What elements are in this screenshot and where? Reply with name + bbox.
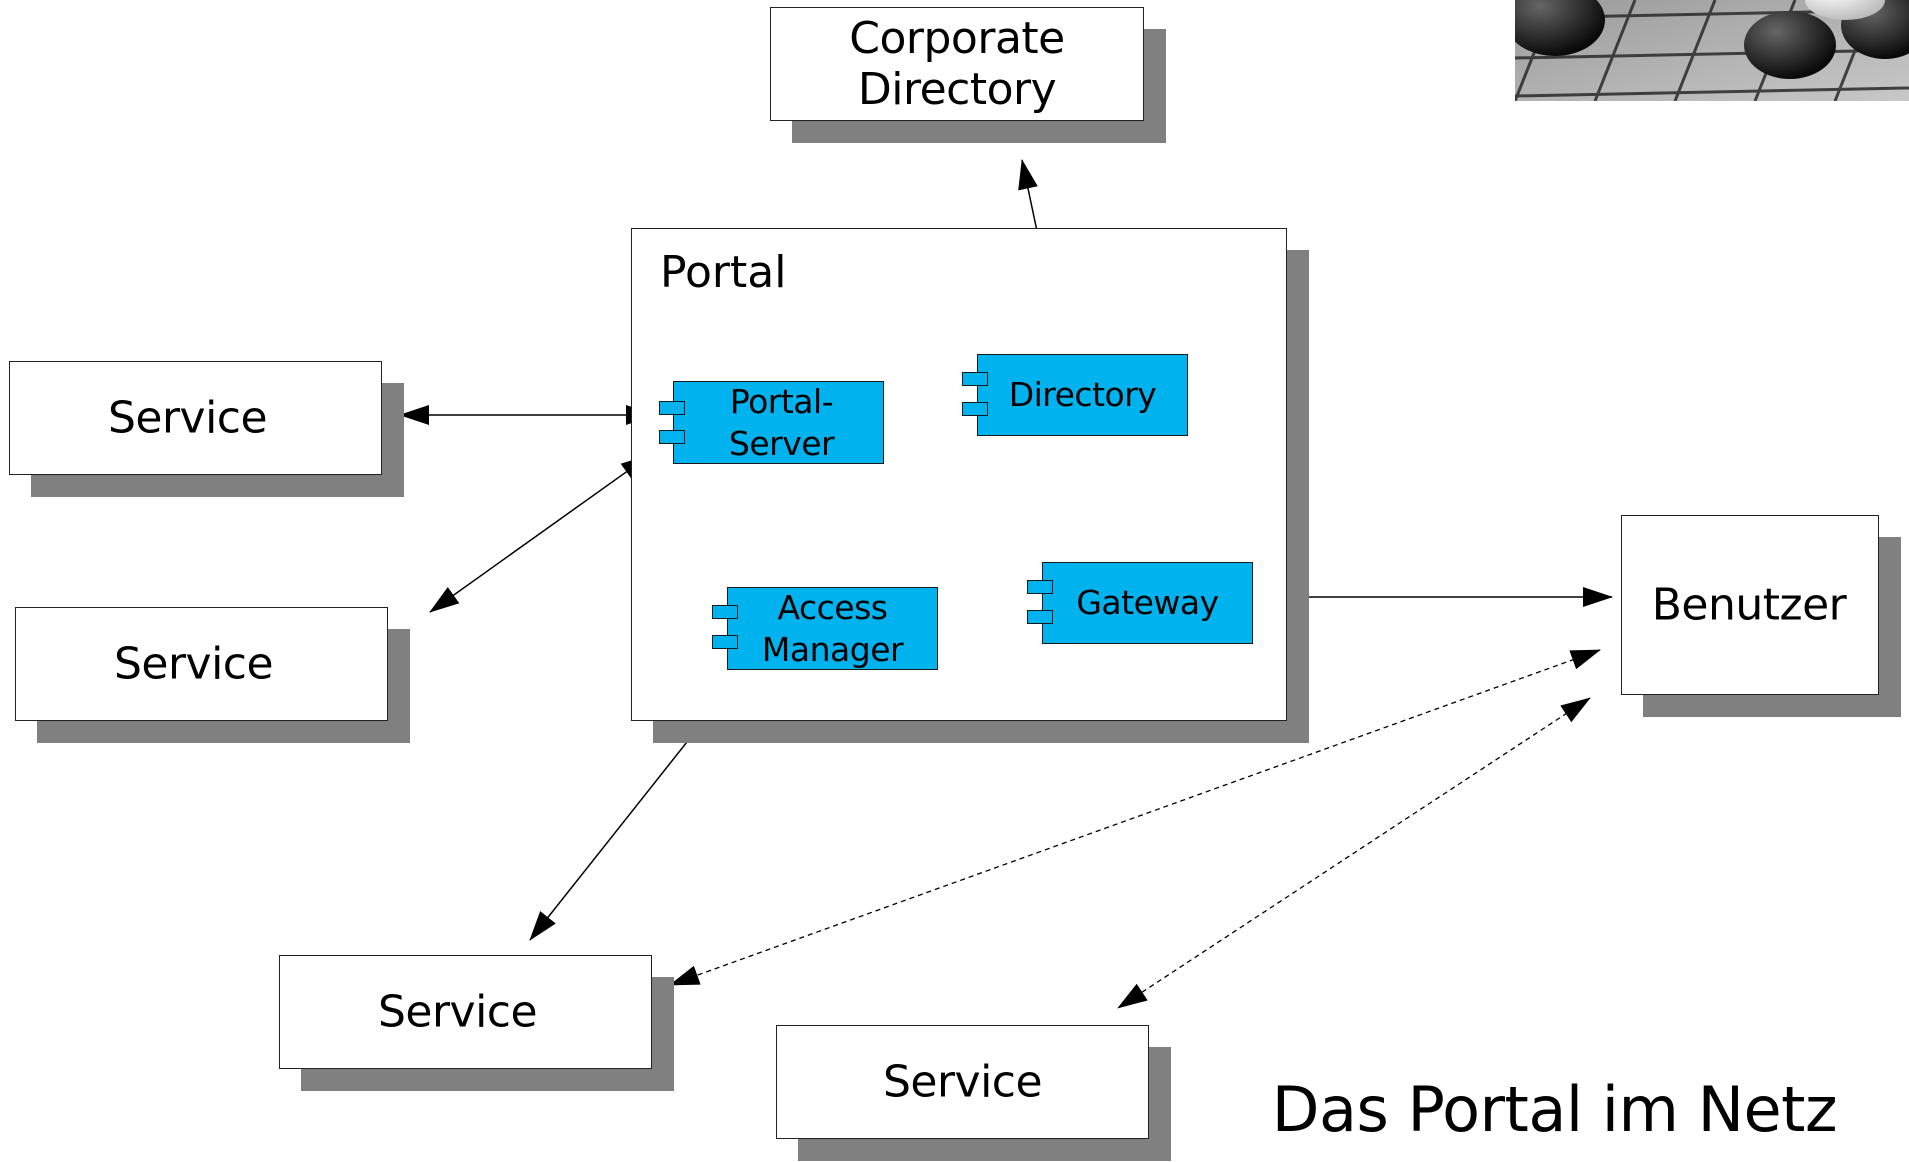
service-box: Service <box>9 361 382 475</box>
access-manager-label: Access Manager <box>728 587 937 671</box>
service-label: Service <box>377 986 538 1038</box>
component-port-icon <box>962 372 988 386</box>
directory-component: Directory <box>977 354 1188 436</box>
diagram-title: Das Portal im Netz <box>1271 1073 1838 1146</box>
gateway-label: Gateway <box>1076 583 1219 622</box>
service-label: Service <box>113 638 274 690</box>
access-manager-label-line2: Manager <box>761 629 904 669</box>
go-board-photo <box>1515 0 1909 101</box>
component-port-icon <box>659 430 685 444</box>
directory-label: Directory <box>1008 375 1157 414</box>
component-port-icon <box>962 402 988 416</box>
service-label: Service <box>882 1056 1043 1108</box>
service-box: Service <box>776 1025 1149 1139</box>
service-label: Service <box>107 392 268 444</box>
component-port-icon <box>659 401 685 415</box>
portal-server-label: Portal-Server <box>728 381 835 463</box>
component-port-icon <box>1027 610 1053 624</box>
gateway-component: Gateway <box>1042 562 1253 644</box>
corporate-directory-box: Corporate Directory <box>770 7 1144 121</box>
arrow-benutzer-service4-dashed <box>1117 697 1591 1009</box>
portal-title: Portal <box>660 247 787 298</box>
corporate-directory-label: Corporate Directory <box>849 13 1065 115</box>
access-manager-component: Access Manager <box>727 587 938 670</box>
arrow-access-manager-service3 <box>529 693 726 941</box>
arrow-service2-portal-server <box>429 454 651 613</box>
portal-server-component: Portal-Server <box>673 381 884 464</box>
component-port-icon <box>712 635 738 649</box>
access-manager-label-line1: Access <box>777 587 888 627</box>
component-port-icon <box>712 605 738 619</box>
component-port-icon <box>1027 580 1053 594</box>
benutzer-box: Benutzer <box>1621 515 1879 695</box>
service-box: Service <box>15 607 388 721</box>
benutzer-label: Benutzer <box>1651 579 1847 631</box>
service-box: Service <box>279 955 652 1069</box>
